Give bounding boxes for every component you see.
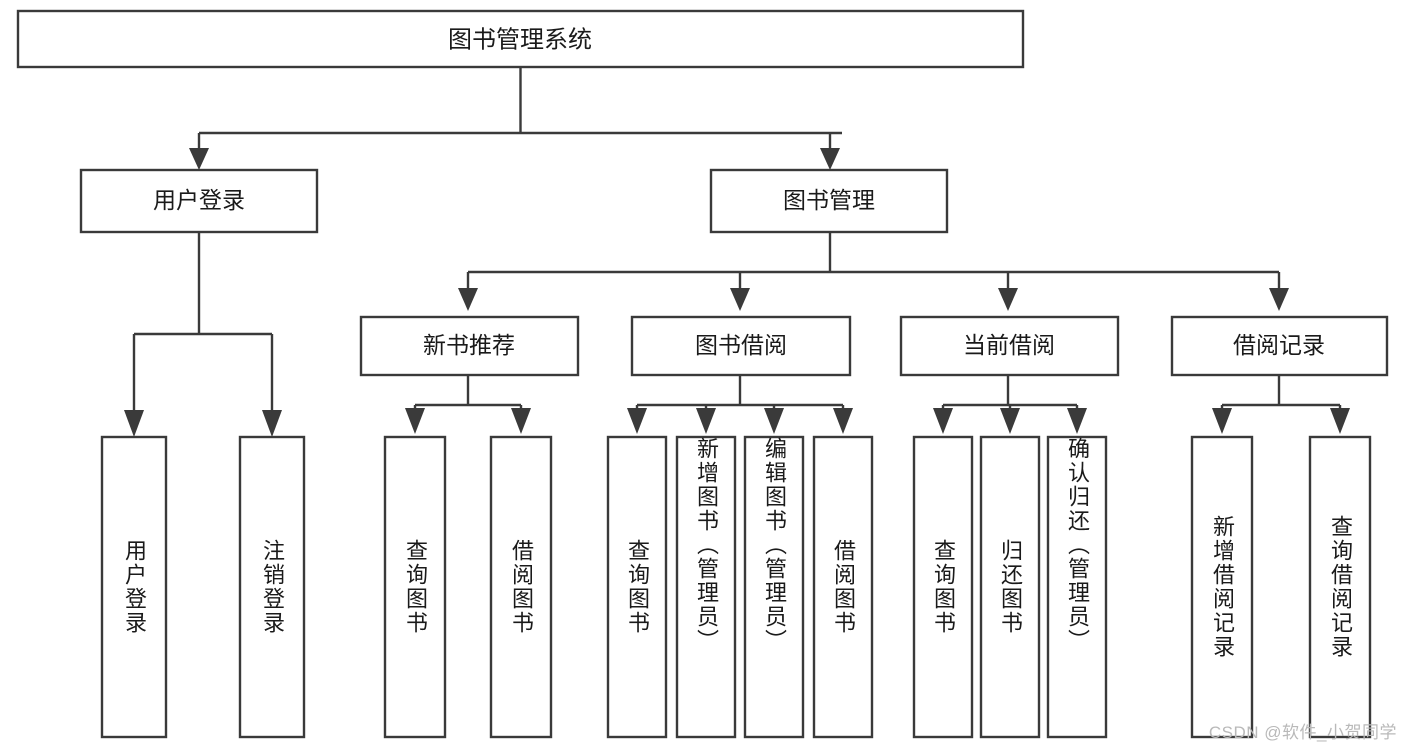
arrow-head-current-borrow-c3 [1067,408,1087,434]
arrow-head-borrow-record [1269,288,1289,311]
arrow-head-book-borrow-c1 [627,408,647,434]
leaf-box-recommend-borrow[interactable] [489,435,553,739]
arrow-head-new-book-c2 [511,408,531,434]
node-book-management-label: 图书管理 [783,187,875,213]
leaf-box-borrow-edit[interactable] [743,435,805,739]
node-book-borrow[interactable]: 图书借阅 [630,315,852,377]
node-new-book-recommend-box[interactable] [359,315,580,377]
arrow-head-book-mgmt [820,148,840,170]
leaf-box-borrow-lend[interactable] [812,435,874,739]
node-user-login-box[interactable] [79,168,319,234]
leaf-box-current-confirm[interactable] [1046,435,1108,739]
leaf-box-borrow-add[interactable] [675,435,737,739]
leaf-box-record-query[interactable] [1308,435,1372,739]
arrow-head-book-borrow [730,288,750,311]
node-root[interactable]: 图书管理系统 [16,9,1025,69]
node-user-login[interactable]: 用户登录 [79,168,319,234]
node-new-book-recommend[interactable]: 新书推荐 [359,315,580,377]
node-borrow-record-label: 借阅记录 [1233,332,1325,358]
connector-group [124,67,1350,437]
arrow-head-book-borrow-c3 [764,408,784,434]
node-book-borrow-label: 图书借阅 [695,332,787,358]
arrow-head-user-login-c1 [124,410,144,437]
node-current-borrow-box[interactable] [899,315,1120,377]
node-current-borrow[interactable]: 当前借阅 [899,315,1120,377]
node-root-box[interactable] [16,9,1025,69]
arrow-head-current-borrow [998,288,1018,311]
arrow-head-current-borrow-c1 [933,408,953,434]
node-root-label: 图书管理系统 [448,26,592,53]
node-book-management[interactable]: 图书管理 [709,168,949,234]
arrow-head-book-borrow-c4 [833,408,853,434]
node-borrow-record-box[interactable] [1170,315,1389,377]
node-book-management-box[interactable] [709,168,949,234]
arrow-head-user-login [189,148,209,170]
arrow-head-new-book [458,288,478,311]
arrow-head-borrow-record-c2 [1330,408,1350,434]
leaf-box-record-add[interactable] [1190,435,1254,739]
node-new-book-recommend-label: 新书推荐 [423,332,515,358]
leaf-box-borrow-query[interactable] [606,435,668,739]
arrow-head-book-borrow-c2 [696,408,716,434]
node-current-borrow-label: 当前借阅 [963,332,1055,358]
node-book-borrow-box[interactable] [630,315,852,377]
leaf-box-user-login-login[interactable] [100,435,168,739]
arrow-head-borrow-record-c1 [1212,408,1232,434]
arrow-head-new-book-c1 [405,408,425,434]
arrow-head-user-login-c2 [262,410,282,437]
leaf-box-current-return[interactable] [979,435,1041,739]
watermark-label: CSDN @软件_小贺同学 [1208,723,1397,742]
leaf-box-current-query[interactable] [912,435,974,739]
leaf-box-recommend-query[interactable] [383,435,447,739]
node-borrow-record[interactable]: 借阅记录 [1170,315,1389,377]
leaf-box-user-login-logout[interactable] [238,435,306,739]
leaf-box-group [100,435,1372,739]
arrow-head-current-borrow-c2 [1000,408,1020,434]
node-user-login-label: 用户登录 [153,187,245,213]
